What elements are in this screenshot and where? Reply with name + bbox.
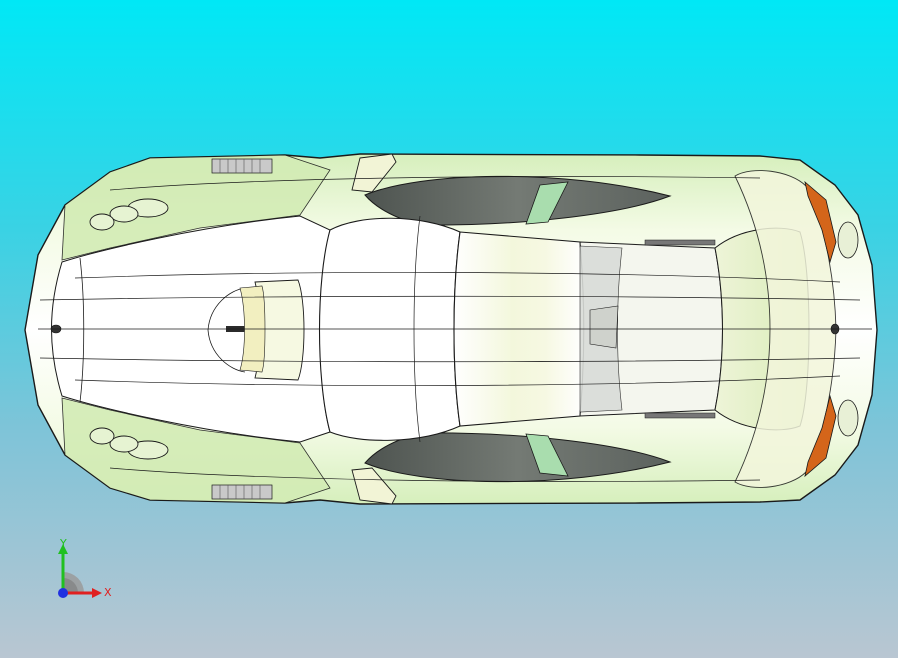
x-axis-arrow-icon (92, 588, 102, 598)
axis-triad: Y X (58, 537, 112, 599)
y-axis-label: Y (59, 537, 67, 550)
headlight-left (89, 198, 169, 231)
mirror-right (351, 467, 397, 505)
taillight-right (804, 394, 837, 478)
origin-icon (58, 588, 68, 598)
mirror-left (351, 153, 397, 193)
y-axis-arrow-icon (58, 544, 68, 554)
headlight-right (89, 427, 169, 460)
x-axis-label: X (104, 586, 112, 599)
taillight-left (804, 180, 837, 264)
